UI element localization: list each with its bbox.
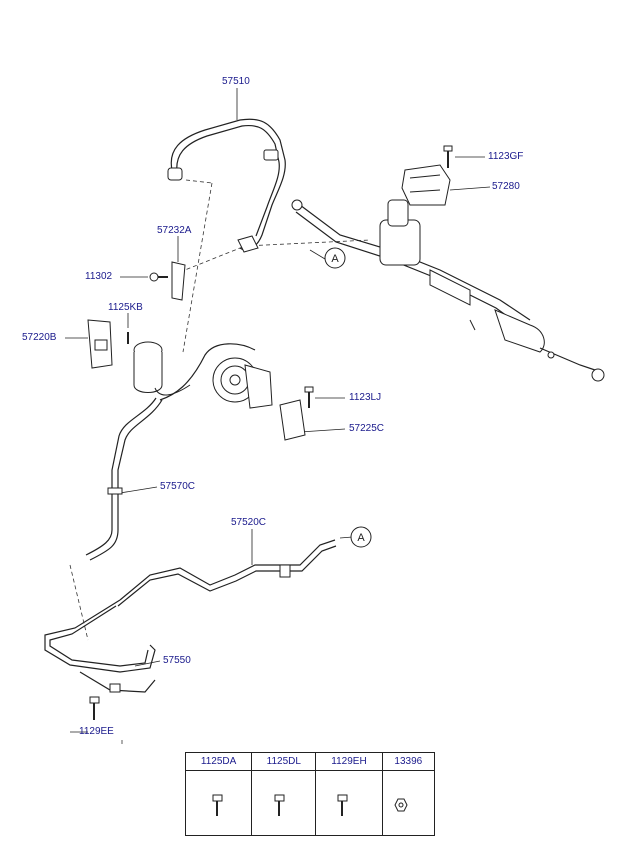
callout-57220b: 57220B bbox=[22, 332, 57, 343]
callout-1123lj: 1123LJ bbox=[349, 392, 382, 403]
fastener-header-1129eh: 1129EH bbox=[315, 752, 383, 771]
pressure-hose-57510 bbox=[167, 118, 286, 253]
fastener-cell-13396 bbox=[381, 770, 436, 836]
fastener-header-1125dl: 1125DL bbox=[251, 752, 317, 771]
callout-57280: 57280 bbox=[492, 181, 520, 192]
bracket-57225c bbox=[279, 399, 306, 441]
callout-57570c: 57570C bbox=[160, 481, 196, 492]
bolt-11302 bbox=[149, 272, 168, 282]
callout-57510: 57510 bbox=[222, 76, 250, 87]
connector-a-lower: A bbox=[350, 526, 372, 548]
power-steering-pump bbox=[159, 343, 273, 409]
connector-a-upper-label: A bbox=[331, 253, 339, 265]
connector-a-upper: A bbox=[324, 247, 346, 269]
bolt-1123lj bbox=[304, 386, 314, 408]
fastener-header-1125da: 1125DA bbox=[184, 752, 253, 771]
callout-1123gf: 1123GF bbox=[488, 151, 524, 162]
callout-57520c: 57520C bbox=[231, 517, 267, 528]
callout-1125kb: 1125KB bbox=[108, 302, 143, 313]
bolt-1129ee bbox=[89, 696, 100, 720]
callout-57225c: 57225C bbox=[349, 423, 385, 434]
bracket-57220b bbox=[87, 319, 113, 369]
steering-gear-box bbox=[291, 199, 605, 382]
fastener-table-header: 1125DA 1125DL 1129EH 13396 bbox=[184, 752, 436, 771]
return-hose-57570c bbox=[85, 397, 163, 561]
fastener-header-13396: 13396 bbox=[381, 752, 436, 771]
pressure-line-57520c bbox=[117, 539, 337, 607]
fluid-reservoir bbox=[133, 341, 191, 396]
bracket-57232a bbox=[171, 261, 186, 301]
bolt-1123gf bbox=[443, 145, 453, 168]
connector-a-lower-label: A bbox=[357, 532, 365, 544]
fastener-cell-1125dl bbox=[251, 770, 317, 836]
cooler-tubes-57550 bbox=[44, 599, 156, 693]
callout-57550: 57550 bbox=[163, 655, 191, 666]
fastener-cell-1129eh bbox=[315, 770, 383, 836]
callout-57232a: 57232A bbox=[157, 225, 192, 236]
callout-11302: 11302 bbox=[85, 271, 113, 282]
heat-shield-57280 bbox=[401, 164, 451, 206]
fastener-table: 1125DA 1125DL 1129EH 13396 bbox=[184, 752, 436, 836]
fastener-cell-1125da bbox=[184, 770, 253, 836]
callout-1129ee: 1129EE bbox=[79, 726, 114, 737]
fastener-table-icons bbox=[184, 770, 436, 836]
dashed-reference-lines bbox=[69, 179, 371, 745]
